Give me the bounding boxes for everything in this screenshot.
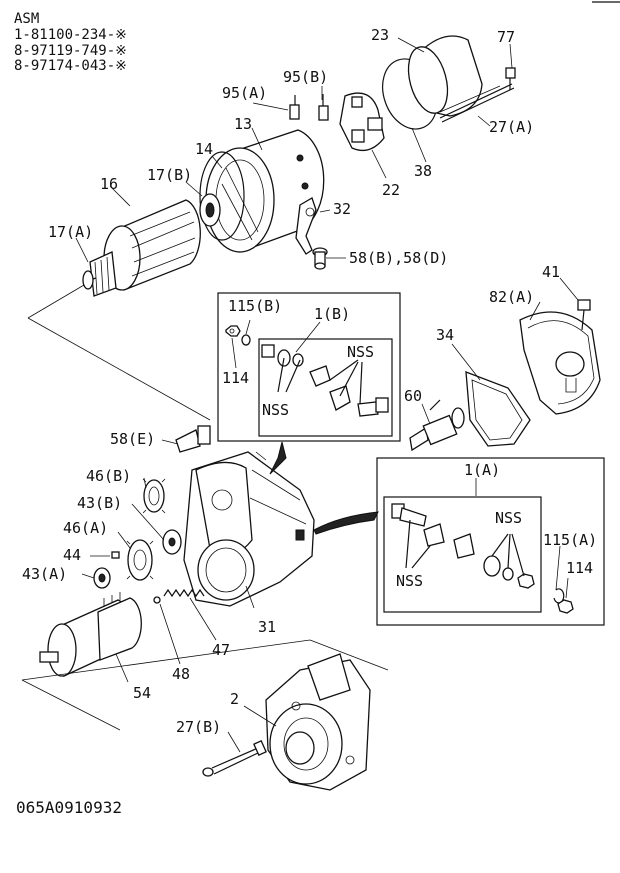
callout-27b: 27(B): [176, 718, 222, 736]
callout-1a: 1(A): [464, 461, 501, 479]
callout-14: 14: [195, 140, 214, 158]
callout-46a: 46(A): [63, 519, 109, 537]
pinion-clutch-54-drawing: [39, 592, 142, 677]
callout-115b: 115(B): [228, 297, 283, 315]
asm-label: ASM: [14, 11, 40, 27]
callout-43a: 43(A): [22, 565, 68, 583]
kit-1a-parts: [391, 503, 535, 589]
callout-17b: 17(B): [147, 166, 193, 184]
callout-114-right: 114: [566, 559, 594, 577]
callout-115a: 115(A): [543, 531, 598, 549]
nut-77-drawing: [505, 67, 516, 90]
gear-46a-drawing: [126, 539, 154, 581]
solenoid-kit-1b-inner-box: [258, 338, 393, 437]
spring-47-drawing: [163, 588, 205, 598]
callout-17a: 17(A): [48, 223, 94, 241]
part-44-drawing: [111, 551, 120, 559]
callout-1b: 1(B): [314, 305, 351, 323]
callout-44: 44: [63, 546, 82, 564]
callout-77: 77: [497, 28, 516, 46]
callout-23: 23: [371, 26, 390, 44]
through-bolt-27b-drawing: [202, 740, 267, 777]
solenoid-kit-1b-outer-box: [217, 292, 401, 442]
cover-82a-drawing: [519, 299, 601, 415]
callout-13: 13: [234, 115, 253, 133]
callout-38: 38: [414, 162, 433, 180]
solenoid-kit-1a-inner-box: [383, 496, 542, 613]
arrow-to-kit-1b: [269, 441, 287, 475]
plunger-60-drawing: [409, 399, 465, 452]
callout-41: 41: [542, 263, 561, 281]
callout-16: 16: [100, 175, 119, 193]
ring-14-drawing: [199, 151, 245, 241]
callout-27a: 27(A): [489, 118, 535, 136]
armature-16-drawing: [82, 199, 201, 297]
screw-58b-drawing: [312, 247, 328, 270]
callout-34: 34: [436, 326, 455, 344]
callout-114-top: 114: [222, 369, 250, 387]
ball-48-drawing: [153, 596, 161, 604]
callout-95a: 95(A): [222, 84, 268, 102]
clip-115a-drawing: [553, 588, 565, 604]
gasket-34-drawing: [465, 371, 531, 447]
bearing-17b-drawing: [199, 193, 221, 227]
callout-46b: 46(B): [86, 467, 132, 485]
callout-95b: 95(B): [283, 68, 329, 86]
part-number-3: 8-97174-043-※: [14, 58, 127, 74]
nss-1a-right-top: NSS: [495, 509, 523, 527]
callout-32: 32: [333, 200, 352, 218]
callout-48: 48: [172, 665, 191, 683]
callout-54: 54: [133, 684, 152, 702]
arrow-to-kit-1a: [313, 511, 379, 535]
leader-lines: [75, 37, 579, 753]
nss-1a-left-bottom: NSS: [396, 572, 424, 590]
gear-46b-drawing: [142, 478, 166, 514]
callout-82a: 82(A): [489, 288, 535, 306]
drawing-code: 065A0910932: [16, 798, 122, 817]
housing-31-drawing: [183, 451, 315, 607]
end-cover-23-drawing: [407, 35, 501, 117]
part-number-1: 1-81100-234-※: [14, 27, 127, 43]
callout-22: 22: [382, 181, 401, 199]
part-number-2: 8-97119-749-※: [14, 43, 127, 59]
callout-58e: 58(E): [110, 430, 156, 448]
bracket-32-drawing: [295, 197, 317, 255]
through-bolt-27a-drawing: [439, 83, 515, 123]
callout-47: 47: [212, 641, 231, 659]
nss-1b-top-left: NSS: [262, 401, 290, 419]
kit-1b-parts: [225, 325, 389, 417]
brush-95b-drawing: [318, 105, 329, 121]
nss-1b-top-right: NSS: [347, 343, 375, 361]
callout-43b: 43(B): [77, 494, 123, 512]
drive-assembly-frame: [21, 639, 389, 731]
drive-housing-2-drawing: [265, 653, 371, 791]
callout-2: 2: [230, 690, 240, 708]
brush-holder-22-drawing: [339, 92, 385, 152]
callout-60: 60: [404, 387, 423, 405]
screw-58e-drawing: [175, 425, 211, 453]
brush-95a-drawing: [289, 104, 300, 120]
nut-114-drawing: [557, 599, 574, 614]
callout-31: 31: [258, 618, 277, 636]
solenoid-kit-1a-outer-box: [376, 457, 605, 626]
callout-58bd: 58(B),58(D): [349, 249, 449, 267]
